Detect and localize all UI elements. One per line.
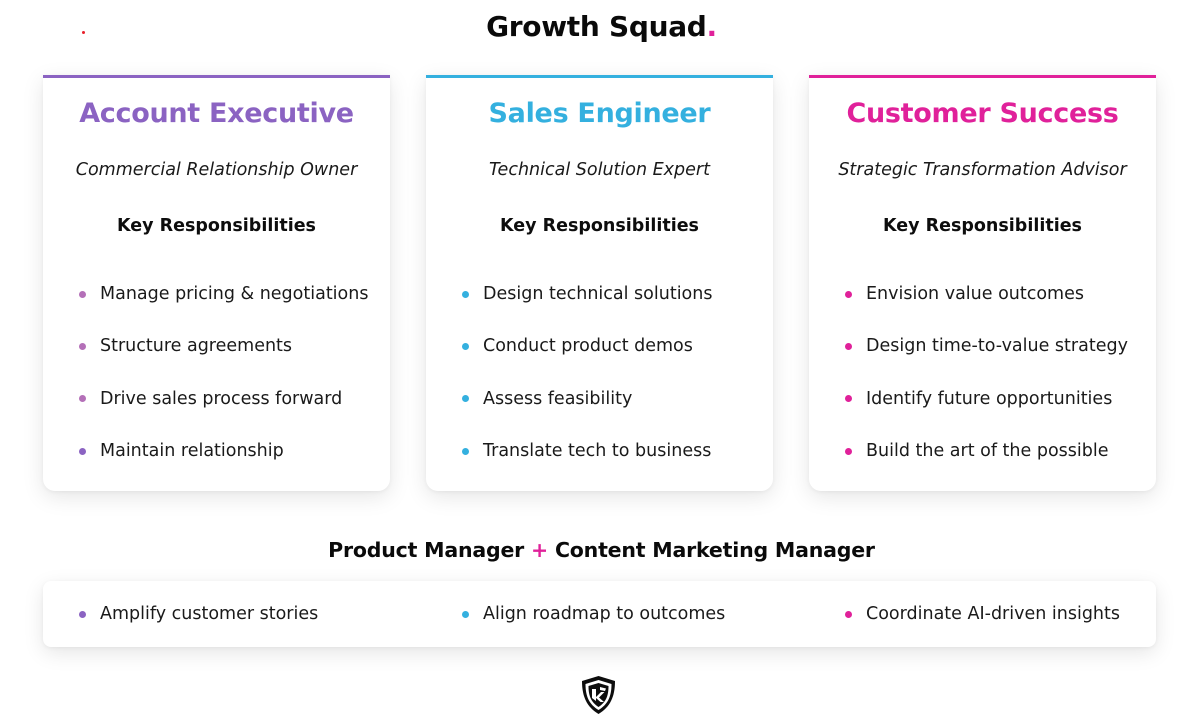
- bullet-dot-icon: [79, 447, 86, 455]
- bullet-dot-icon: [79, 610, 86, 618]
- card-subtitle: Strategic Transformation Advisor: [838, 160, 1127, 180]
- shield-logo-icon: [580, 675, 617, 715]
- key-responsibilities-label: Key Responsibilities: [500, 216, 699, 236]
- list-item-text: Drive sales process forward: [100, 388, 343, 409]
- support-roles-box: Amplify customer stories Align roadmap t…: [43, 581, 1156, 647]
- list-item-text: Identify future opportunities: [866, 388, 1113, 409]
- list-item: Amplify customer stories: [79, 581, 318, 647]
- bullet-dot-icon: [462, 342, 469, 350]
- list-item-text: Assess feasibility: [483, 388, 633, 409]
- bullet-dot-icon: [845, 290, 852, 298]
- responsibility-list: Envision value outcomes Design time-to-v…: [845, 274, 1146, 483]
- list-item-text: Translate tech to business: [483, 441, 712, 462]
- list-item-text: Align roadmap to outcomes: [483, 604, 726, 624]
- card-heading: Account Executive: [79, 98, 354, 129]
- list-item: Identify future opportunities: [845, 379, 1146, 431]
- list-item-text: Envision value outcomes: [866, 284, 1084, 305]
- bullet-dot-icon: [79, 395, 86, 403]
- plus-icon: +: [531, 538, 549, 562]
- list-item: Maintain relationship: [79, 431, 380, 483]
- list-item: Translate tech to business: [462, 431, 763, 483]
- card-subtitle: Technical Solution Expert: [489, 160, 710, 180]
- list-item: Assess feasibility: [462, 379, 763, 431]
- list-item: Design technical solutions: [462, 274, 763, 326]
- responsibility-list: Design technical solutions Conduct produ…: [462, 274, 763, 483]
- list-item: Structure agreements: [79, 326, 380, 378]
- bullet-dot-icon: [845, 610, 852, 618]
- product-manager-label: Product Manager: [328, 538, 525, 562]
- card-heading: Customer Success: [846, 98, 1119, 129]
- bullet-dot-icon: [845, 447, 852, 455]
- support-roles-heading: Product Manager + Content Marketing Mana…: [0, 538, 1203, 562]
- card-customer-success: Customer Success Strategic Transformatio…: [809, 75, 1156, 491]
- bullet-dot-icon: [462, 290, 469, 298]
- bullet-dot-icon: [79, 290, 86, 298]
- list-item: Coordinate AI-driven insights: [845, 581, 1120, 647]
- card-heading: Sales Engineer: [488, 98, 711, 129]
- list-item: Align roadmap to outcomes: [462, 581, 725, 647]
- list-item: Conduct product demos: [462, 326, 763, 378]
- bullet-dot-icon: [462, 447, 469, 455]
- list-item-text: Conduct product demos: [483, 336, 693, 357]
- list-item-text: Maintain relationship: [100, 441, 284, 462]
- title-accent-dot: .: [706, 10, 718, 43]
- key-responsibilities-label: Key Responsibilities: [117, 216, 316, 236]
- list-item-text: Structure agreements: [100, 336, 293, 357]
- responsibility-list: Manage pricing & negotiations Structure …: [79, 274, 380, 483]
- bullet-dot-icon: [845, 342, 852, 350]
- card-subtitle: Commercial Relationship Owner: [75, 160, 358, 180]
- bullet-dot-icon: [462, 395, 469, 403]
- list-item-text: Design technical solutions: [483, 284, 713, 305]
- stray-red-dot: [82, 31, 85, 34]
- page-title: Growth Squad.: [0, 10, 1203, 43]
- bullet-dot-icon: [79, 342, 86, 350]
- list-item: Design time-to-value strategy: [845, 326, 1146, 378]
- list-item-text: Design time-to-value strategy: [866, 336, 1128, 357]
- bullet-dot-icon: [845, 395, 852, 403]
- list-item-text: Manage pricing & negotiations: [100, 284, 369, 305]
- list-item: Build the art of the possible: [845, 431, 1146, 483]
- card-account-executive: Account Executive Commercial Relationshi…: [43, 75, 390, 491]
- key-responsibilities-label: Key Responsibilities: [883, 216, 1082, 236]
- card-sales-engineer: Sales Engineer Technical Solution Expert…: [426, 75, 773, 491]
- content-marketing-manager-label: Content Marketing Manager: [554, 538, 875, 562]
- list-item-text: Build the art of the possible: [866, 441, 1109, 462]
- bullet-dot-icon: [462, 610, 469, 618]
- list-item-text: Amplify customer stories: [100, 604, 319, 624]
- list-item-text: Coordinate AI-driven insights: [866, 604, 1120, 624]
- title-text: Growth Squad: [486, 10, 707, 43]
- list-item: Envision value outcomes: [845, 274, 1146, 326]
- list-item: Manage pricing & negotiations: [79, 274, 380, 326]
- list-item: Drive sales process forward: [79, 379, 380, 431]
